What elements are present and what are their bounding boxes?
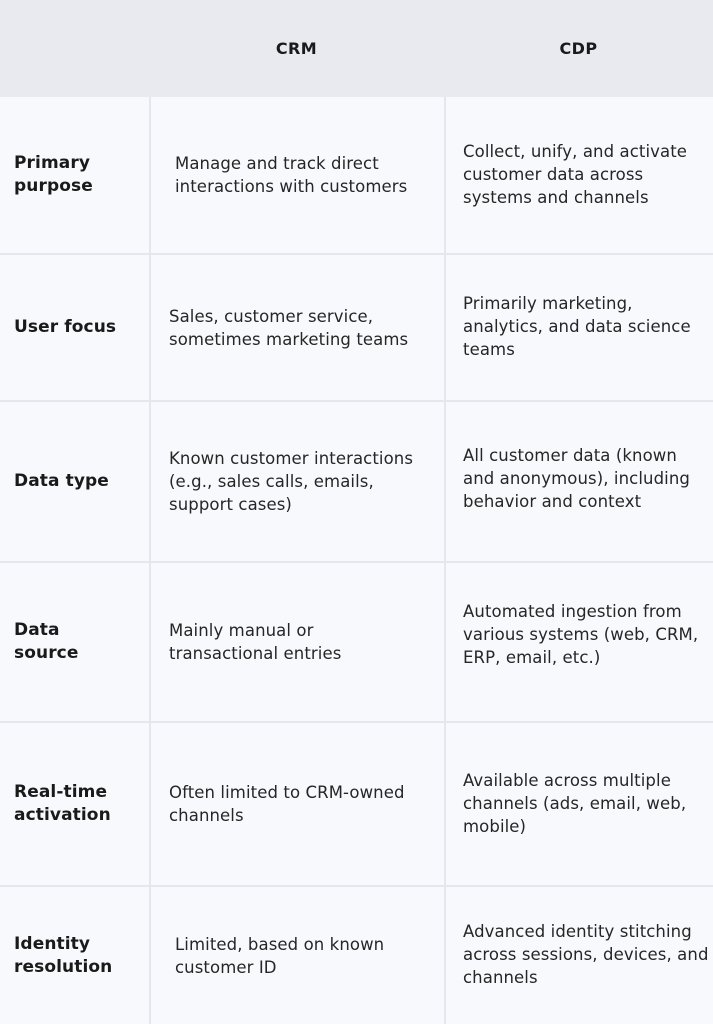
crm-cell-user-focus: Sales, customer service, sometimes marke… bbox=[149, 253, 444, 400]
cdp-cell-primary-purpose: Collect, unify, and activate customer da… bbox=[444, 97, 713, 253]
cdp-cell-real-time-activation: Available across multiple channels (ads,… bbox=[444, 721, 713, 885]
cdp-cell-data-type: All customer data (known and anonymous),… bbox=[444, 400, 713, 561]
row-label-identity-resolution: Identity resolution bbox=[0, 885, 149, 1024]
cdp-cell-text: Collect, unify, and activate customer da… bbox=[463, 142, 688, 207]
crm-cell-primary-purpose: Manage and track direct interactions wit… bbox=[149, 97, 444, 253]
cdp-cell-data-source: Automated ingestion from various systems… bbox=[444, 561, 713, 721]
cdp-cell-text: Advanced identity stitching across sessi… bbox=[463, 922, 709, 987]
crm-cell-data-source: Mainly manual or transactional entries bbox=[149, 561, 444, 721]
header-crm-cell: CRM bbox=[149, 0, 444, 97]
row-label-text: Data source bbox=[14, 620, 79, 663]
row-label-user-focus: User focus bbox=[0, 253, 149, 400]
crm-cell-text: Known customer interactions (e.g., sales… bbox=[169, 449, 414, 514]
crm-cell-data-type: Known customer interactions (e.g., sales… bbox=[149, 400, 444, 561]
row-label-text: Real-time activation bbox=[14, 782, 111, 825]
crm-cell-text: Mainly manual or transactional entries bbox=[169, 621, 342, 663]
header-cdp-label: CDP bbox=[559, 39, 598, 58]
row-label-text: Primary purpose bbox=[14, 153, 93, 196]
cdp-cell-text: Automated ingestion from various systems… bbox=[463, 602, 699, 667]
crm-cell-text: Often limited to CRM-owned channels bbox=[169, 783, 405, 825]
cdp-cell-text: Available across multiple channels (ads,… bbox=[463, 771, 687, 836]
row-label-text: Identity resolution bbox=[14, 933, 113, 977]
crm-cell-text: Manage and track direct interactions wit… bbox=[175, 154, 408, 196]
row-label-data-source: Data source bbox=[0, 561, 149, 721]
crm-cell-text: Limited, based on known customer ID bbox=[175, 934, 385, 977]
cdp-cell-user-focus: Primarily marketing, analytics, and data… bbox=[444, 253, 713, 400]
row-label-text: Data type bbox=[14, 471, 109, 491]
crm-cell-text: Sales, customer service, sometimes marke… bbox=[169, 306, 409, 349]
row-label-primary-purpose: Primary purpose bbox=[0, 97, 149, 253]
crm-cell-identity-resolution: Limited, based on known customer ID bbox=[149, 885, 444, 1024]
cdp-cell-identity-resolution: Advanced identity stitching across sessi… bbox=[444, 885, 713, 1024]
row-label-text: User focus bbox=[14, 317, 117, 337]
header-crm-label: CRM bbox=[275, 39, 318, 58]
cdp-cell-text: All customer data (known and anonymous),… bbox=[463, 446, 690, 511]
row-label-data-type: Data type bbox=[0, 400, 149, 561]
cdp-cell-text: Primarily marketing, analytics, and data… bbox=[463, 294, 691, 359]
header-cdp-cell: CDP bbox=[444, 0, 713, 97]
crm-cell-real-time-activation: Often limited to CRM-owned channels bbox=[149, 721, 444, 885]
header-corner-cell bbox=[0, 0, 149, 97]
row-label-real-time-activation: Real-time activation bbox=[0, 721, 149, 885]
